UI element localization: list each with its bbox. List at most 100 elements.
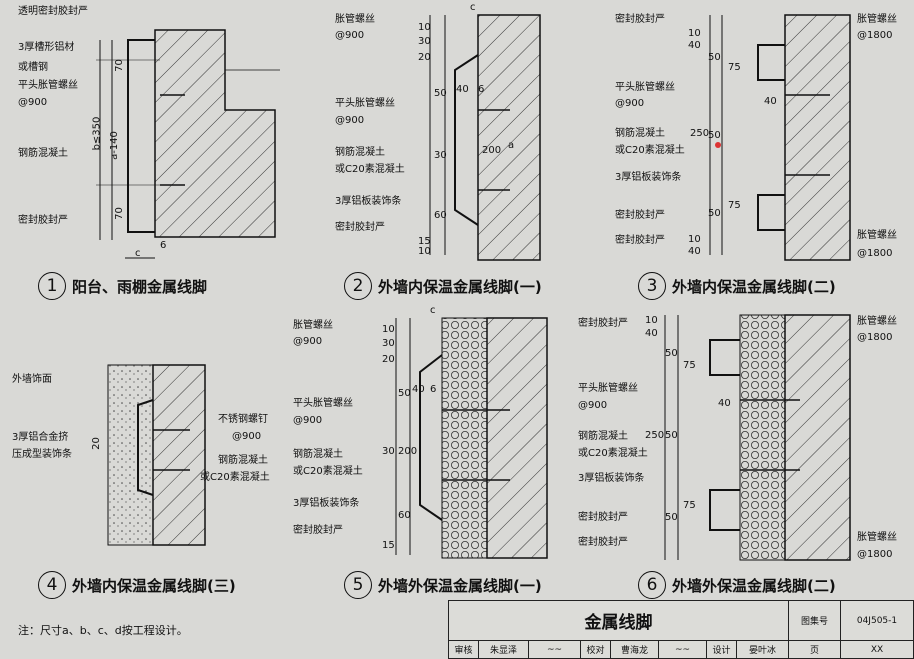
d5-label: 3厚铝板装饰条 bbox=[293, 498, 360, 509]
d1-label: 3厚槽形铝材 bbox=[18, 42, 75, 53]
caption-text: 阳台、雨棚金属线脚 bbox=[72, 277, 208, 296]
atlas-number: 04J505-1 bbox=[841, 601, 913, 641]
d6-label: 密封胶封严 bbox=[578, 537, 628, 548]
design-note: 注：尺寸a、b、c、d按工程设计。 bbox=[18, 624, 188, 637]
d3-dim: 10 bbox=[688, 234, 701, 245]
d2-label: 钢筋混凝土 bbox=[335, 147, 385, 158]
d1-dim: 70 bbox=[113, 207, 125, 220]
page-number: XX bbox=[870, 644, 884, 655]
d6-dim: 250 bbox=[645, 430, 665, 441]
d1-dim: 6 bbox=[160, 240, 167, 251]
design-label: 设计 bbox=[707, 641, 737, 658]
d6-label: @900 bbox=[578, 400, 608, 411]
d2-dim: 10 bbox=[418, 246, 431, 257]
d1-label: 或槽钢 bbox=[18, 62, 48, 73]
checker-name: 曹海龙 bbox=[611, 641, 659, 658]
d3-label: 平头胀管螺丝 bbox=[615, 82, 675, 93]
detail-5-caption: 5 外墙外保温金属线脚(一) bbox=[344, 571, 542, 599]
d1-label: 钢筋混凝土 bbox=[18, 148, 68, 159]
d5-dim: c bbox=[430, 305, 436, 316]
page-label: 页 bbox=[789, 641, 841, 658]
d3-dim: 50 bbox=[708, 130, 721, 141]
d3-dim: 50 bbox=[708, 52, 721, 63]
d1-label: 密封胶封严 bbox=[18, 215, 68, 226]
d6-label: 胀管螺丝 bbox=[857, 532, 897, 543]
check-label: 校对 bbox=[581, 641, 611, 658]
caption-text: 外墙内保温金属线脚(一) bbox=[378, 277, 542, 296]
caption-text: 外墙内保温金属线脚(三) bbox=[72, 576, 236, 595]
d6-dim: 40 bbox=[718, 398, 731, 409]
d3-dim: 75 bbox=[728, 62, 741, 73]
d3-dim: 250 bbox=[690, 128, 710, 139]
detail-number: 5 bbox=[344, 571, 372, 599]
d5-dim: 50 bbox=[398, 388, 411, 399]
d1-label: @900 bbox=[18, 97, 48, 108]
d5-dim: 30 bbox=[382, 338, 395, 349]
d3-label: @900 bbox=[615, 98, 645, 109]
d6-label: 平头胀管螺丝 bbox=[578, 383, 638, 394]
d6-dim: 10 bbox=[645, 315, 658, 326]
d2-dim: 10 bbox=[418, 22, 431, 33]
d4-label: @900 bbox=[232, 431, 262, 442]
d5-dim: 60 bbox=[398, 510, 411, 521]
d2-dim: 50 bbox=[434, 88, 447, 99]
d5-dim: 30 bbox=[382, 446, 395, 457]
d2-label: 密封胶封严 bbox=[335, 222, 385, 233]
drawing-title: 金属线脚 bbox=[449, 601, 789, 641]
d3-label: 密封胶封严 bbox=[615, 210, 665, 221]
d3-label: 密封胶封严 bbox=[615, 235, 665, 246]
d6-dim: 50 bbox=[665, 512, 678, 523]
d6-label: 密封胶封严 bbox=[578, 318, 628, 329]
detail-number: 1 bbox=[38, 272, 66, 300]
d3-label: 3厚铝板装饰条 bbox=[615, 172, 682, 183]
d5-dim: 200 bbox=[398, 446, 418, 457]
detail-2-caption: 2 外墙内保温金属线脚(一) bbox=[344, 272, 542, 300]
detail-4-drawing bbox=[107, 364, 206, 546]
detail-6-drawing bbox=[664, 314, 851, 561]
detail-1-caption: 1 阳台、雨棚金属线脚 bbox=[38, 272, 207, 300]
d2-label: @900 bbox=[335, 115, 365, 126]
d2-dim: 6 bbox=[478, 84, 485, 95]
d2-dim: 200 bbox=[482, 145, 502, 156]
d3-label: 胀管螺丝 bbox=[857, 230, 897, 241]
d5-dim: 6 bbox=[430, 384, 437, 395]
detail-number: 4 bbox=[38, 571, 66, 599]
reviewer-name: 朱显泽 bbox=[479, 641, 529, 658]
d4-label: 钢筋混凝土 bbox=[218, 455, 268, 466]
caption-text: 外墙外保温金属线脚(二) bbox=[672, 576, 836, 595]
d4-label: 压成型装饰条 bbox=[12, 449, 72, 460]
d2-dim: 20 bbox=[418, 52, 431, 63]
d3-label: @1800 bbox=[857, 248, 893, 259]
title-block: 金属线脚 图集号 04J505-1 审核 朱显泽 ~~ 校对 曹海龙 ~~ 设计… bbox=[448, 600, 914, 659]
d3-dim: 40 bbox=[764, 96, 777, 107]
d3-dim: 10 bbox=[688, 28, 701, 39]
d5-label: 钢筋混凝土 bbox=[293, 449, 343, 460]
d3-label: 或C20素混凝土 bbox=[615, 145, 685, 156]
d5-dim: 15 bbox=[382, 540, 395, 551]
reviewer-signature: ~~ bbox=[529, 641, 581, 658]
checker-signature: ~~ bbox=[659, 641, 707, 658]
detail-3-drawing bbox=[709, 14, 851, 261]
d3-dim: 50 bbox=[708, 208, 721, 219]
d5-label: @900 bbox=[293, 336, 323, 347]
d6-label: @1800 bbox=[857, 549, 893, 560]
d4-label: 或C20素混凝土 bbox=[200, 472, 270, 483]
detail-6-caption: 6 外墙外保温金属线脚(二) bbox=[638, 571, 836, 599]
detail-number: 2 bbox=[344, 272, 372, 300]
d5-dim: 20 bbox=[382, 354, 395, 365]
d1-dim: c bbox=[135, 248, 141, 259]
d3-dim: 75 bbox=[728, 200, 741, 211]
d1-dim: 70 bbox=[113, 59, 125, 72]
review-label: 审核 bbox=[449, 641, 479, 658]
d3-label: @1800 bbox=[857, 30, 893, 41]
d2-label: 或C20素混凝土 bbox=[335, 164, 405, 175]
d6-dim: 40 bbox=[645, 328, 658, 339]
d2-dim: 60 bbox=[434, 210, 447, 221]
d6-dim: 50 bbox=[665, 430, 678, 441]
d3-label: 钢筋混凝土 bbox=[615, 128, 665, 139]
detail-5-drawing bbox=[395, 317, 548, 559]
d6-label: 密封胶封严 bbox=[578, 512, 628, 523]
d2-dim: 15 bbox=[418, 236, 431, 247]
